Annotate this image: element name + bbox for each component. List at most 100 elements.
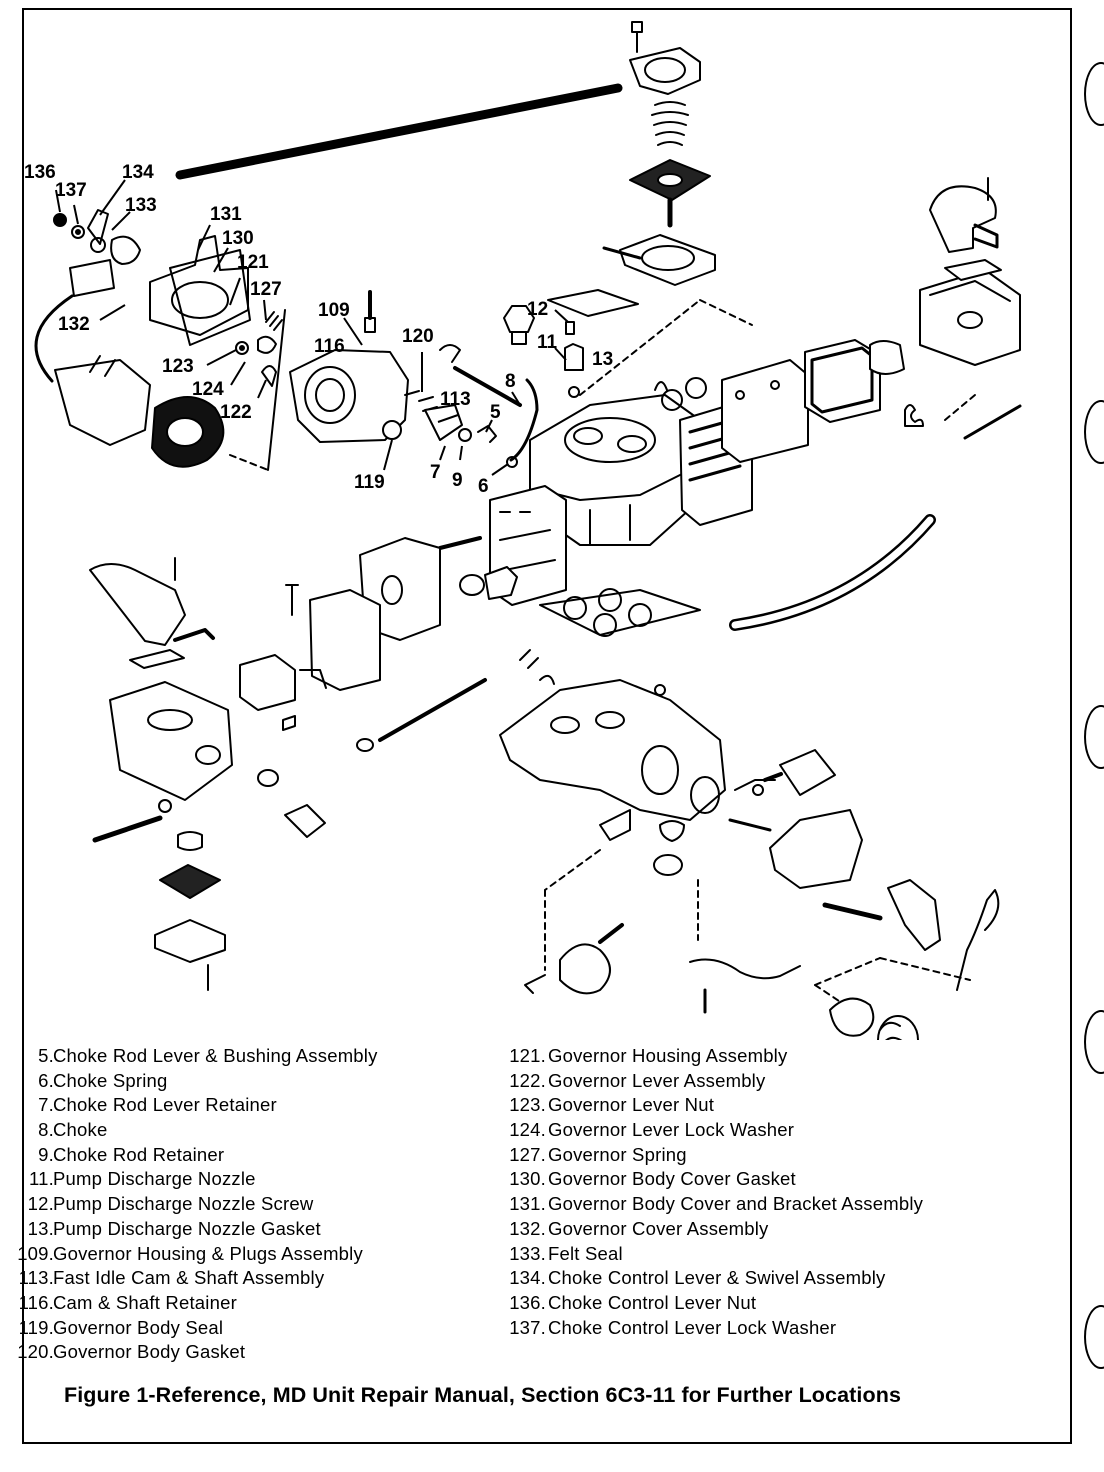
legend-item-number: 131. xyxy=(509,1193,546,1215)
legend-item: 124.Governor Lever Lock Washer xyxy=(498,1119,1058,1144)
legend-item-description: Governor Lever Assembly xyxy=(548,1069,766,1091)
callout-label: 11 xyxy=(537,332,558,353)
legend-item: 12.Pump Discharge Nozzle Screw xyxy=(0,1193,470,1218)
legend-item-number: 7. xyxy=(38,1094,54,1116)
legend-item-number: 130. xyxy=(509,1168,546,1190)
legend-item-description: Pump Discharge Nozzle xyxy=(53,1168,256,1190)
metering-block-part xyxy=(679,339,881,526)
callout-label: 123 xyxy=(162,356,194,377)
legend-item-number: 124. xyxy=(509,1119,546,1141)
legend-item-number: 11. xyxy=(29,1168,54,1190)
legend-item-number: 8. xyxy=(38,1119,54,1141)
legend-item-description: Choke xyxy=(53,1119,108,1141)
legend-item: 123.Governor Lever Nut xyxy=(498,1094,1058,1119)
legend-item-number: 5. xyxy=(38,1045,54,1066)
callout-label: 134 xyxy=(122,162,154,183)
legend-item-number: 9. xyxy=(38,1143,54,1165)
exploded-carburetor-diagram: 136 137 134 133 131 130 121 127 109 132 … xyxy=(24,21,1022,1040)
legend-item-description: Fast Idle Cam & Shaft Assembly xyxy=(53,1267,325,1289)
figure-caption: Figure 1-Reference, MD Unit Repair Manua… xyxy=(64,1383,902,1407)
legend-item: 132.Governor Cover Assembly xyxy=(498,1218,1058,1243)
pump-cover-part xyxy=(602,21,716,286)
legend-item: 113.Fast Idle Cam & Shaft Assembly xyxy=(0,1267,470,1292)
legend-item: 134.Choke Control Lever & Swivel Assembl… xyxy=(498,1267,1058,1292)
legend-item: 130.Governor Body Cover Gasket xyxy=(498,1168,1058,1193)
legend-item-number: 121. xyxy=(509,1045,546,1066)
callout-label: 8 xyxy=(505,371,516,392)
legend-item-number: 127. xyxy=(509,1143,546,1165)
legend-item-number: 113. xyxy=(18,1267,54,1289)
legend-item-description: Pump Discharge Nozzle Gasket xyxy=(53,1217,321,1239)
legend-item-description: Governor Lever Nut xyxy=(548,1094,715,1116)
choke-thermostat-part xyxy=(34,259,286,471)
legend-item-number: 12. xyxy=(27,1193,54,1215)
legend-item: 136.Choke Control Lever Nut xyxy=(498,1292,1058,1317)
callout-label: 122 xyxy=(220,402,252,423)
legend-item-number: 6. xyxy=(38,1069,54,1091)
legend-item: 116.Cam & Shaft Retainer xyxy=(0,1292,470,1317)
legend-item-number: 13. xyxy=(27,1217,54,1239)
legend-item-description: Choke Rod Lever & Bushing Assembly xyxy=(53,1045,378,1066)
legend-item-number: 116. xyxy=(18,1291,54,1313)
legend-item-description: Governor Lever Lock Washer xyxy=(548,1119,795,1141)
legend-item-number: 109. xyxy=(17,1242,54,1264)
choke-linkage-part xyxy=(53,209,141,265)
governor-cover-part xyxy=(149,235,251,346)
binder-hole-mark xyxy=(1084,1305,1104,1369)
legend-item-description: Choke Control Lever & Swivel Assembly xyxy=(548,1267,886,1289)
legend-item: 109.Governor Housing & Plugs Assembly xyxy=(0,1243,470,1268)
legend-item-number: 122. xyxy=(509,1069,546,1091)
legend-item-description: Choke Control Lever Lock Washer xyxy=(548,1316,837,1338)
legend-item: 122.Governor Lever Assembly xyxy=(498,1070,1058,1095)
callout-label: 5 xyxy=(490,402,501,423)
callout-label: 7 xyxy=(430,462,441,483)
callout-label: 127 xyxy=(250,279,282,300)
left-fuel-bowl-part xyxy=(89,557,327,991)
legend-item-number: 137. xyxy=(509,1316,546,1338)
legend-item-description: Cam & Shaft Retainer xyxy=(53,1291,237,1313)
legend-item-number: 134. xyxy=(509,1267,546,1289)
legend-item-description: Governor Body Gasket xyxy=(53,1341,246,1363)
callout-label: 12 xyxy=(527,299,548,320)
callout-label: 9 xyxy=(452,470,463,491)
legend-item: 8.Choke xyxy=(0,1119,470,1144)
legend-item-description: Choke Spring xyxy=(53,1069,168,1091)
legend-item: 11.Pump Discharge Nozzle xyxy=(0,1168,470,1193)
figure-frame xyxy=(22,8,1072,1444)
legend-item: 9.Choke Rod Retainer xyxy=(0,1144,470,1169)
legend-item-description: Governor Body Cover Gasket xyxy=(548,1168,796,1190)
legend-item: 121.Governor Housing Assembly xyxy=(498,1045,1058,1070)
callout-label: 133 xyxy=(125,195,157,216)
legend-item-number: 119. xyxy=(18,1316,54,1338)
legend-item-number: 132. xyxy=(509,1217,546,1239)
callout-label: 119 xyxy=(354,472,385,493)
callout-label: 136 xyxy=(24,162,56,183)
callout-label: 113 xyxy=(440,389,471,410)
legend-item: 133.Felt Seal xyxy=(498,1243,1058,1268)
callout-label: 13 xyxy=(592,349,613,370)
legend-item-description: Governor Body Cover and Bracket Assembly xyxy=(548,1193,924,1215)
fuel-bowl-part xyxy=(869,177,1022,440)
legend-item-description: Pump Discharge Nozzle Screw xyxy=(53,1193,314,1215)
legend-item: 6.Choke Spring xyxy=(0,1070,470,1095)
legend-item-number: 136. xyxy=(509,1291,546,1313)
legend-item: 131.Governor Body Cover and Bracket Asse… xyxy=(498,1193,1058,1218)
legend-item-number: 133. xyxy=(509,1242,546,1264)
legend-item-description: Governor Cover Assembly xyxy=(548,1217,769,1239)
callout-label: 131 xyxy=(210,204,242,225)
callout-label: 130 xyxy=(222,228,254,249)
legend-item: 7.Choke Rod Lever Retainer xyxy=(0,1094,470,1119)
callout-label: 137 xyxy=(55,180,87,201)
legend-item-description: Choke Control Lever Nut xyxy=(548,1291,757,1313)
governor-housing-part xyxy=(289,290,409,443)
legend-item-description: Governor Housing Assembly xyxy=(548,1045,788,1066)
throttle-body-part xyxy=(499,649,726,821)
legend-item-description: Choke Rod Retainer xyxy=(53,1143,225,1165)
legend-item-number: 123. xyxy=(509,1094,546,1116)
legend-item-description: Governor Body Seal xyxy=(53,1316,224,1338)
legend-item-description: Felt Seal xyxy=(548,1242,623,1264)
legend-item-number: 120. xyxy=(17,1341,54,1363)
legend-item: 119.Governor Body Seal xyxy=(0,1317,470,1342)
